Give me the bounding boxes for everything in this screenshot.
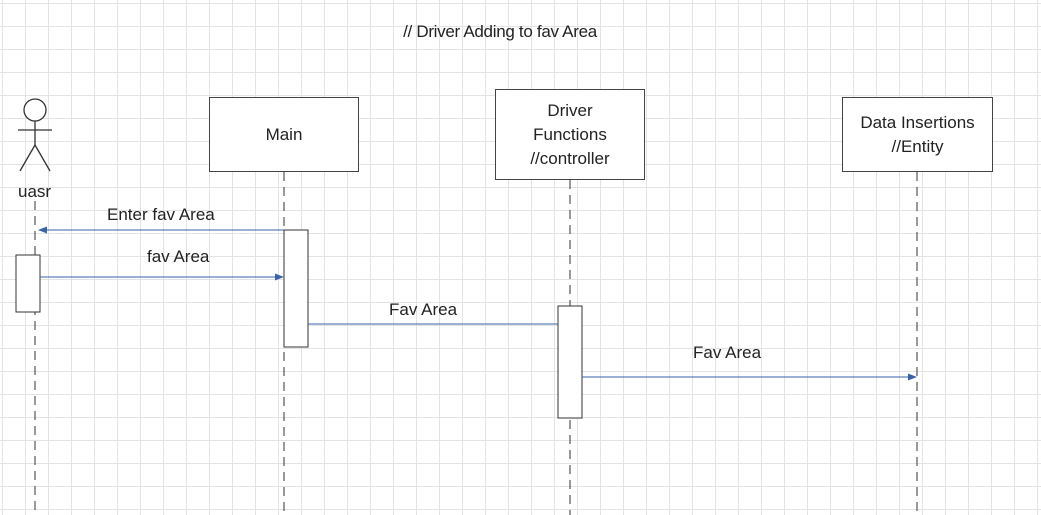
diagram-title: // Driver Adding to fav Area	[403, 22, 597, 41]
actor-figure	[18, 98, 52, 172]
message-arrow-driver-to-entity	[582, 373, 917, 381]
message-label-fav-area: fav Area	[147, 247, 210, 266]
message-arrow-fav-area	[40, 273, 284, 281]
message-label-driver-to-entity: Fav Area	[693, 343, 762, 362]
activation-driver-functions	[557, 305, 583, 419]
lifeline-box-data-insertions: Data Insertions //Entity	[842, 97, 993, 172]
lifeline-box-main: Main	[209, 97, 359, 172]
activation-user	[15, 254, 41, 313]
actor-label: uasr	[18, 182, 52, 201]
message-arrow-enter-fav-area	[38, 226, 284, 234]
lifeline-box-driver-functions: Driver Functions //controller	[495, 89, 645, 180]
activation-main	[283, 229, 309, 348]
message-label-enter-fav-area: Enter fav Area	[107, 205, 215, 224]
message-label-main-to-driver: Fav Area	[389, 300, 458, 319]
